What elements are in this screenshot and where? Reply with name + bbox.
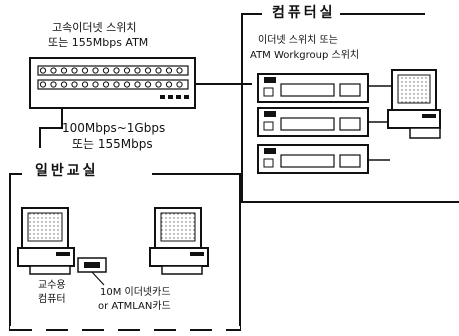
switch-port [165,67,173,74]
link-to-classroom [39,108,63,148]
lab-switch-label-line1: 이더넷 스위치 또는 [258,35,338,46]
switch-port [92,67,99,74]
link-speed-line2: 또는 155Mbps [72,137,153,151]
switch-port [123,67,131,74]
lab-switch-label-line2: ATM Workgroup 스위치 [250,50,360,61]
lab-switch-2 [257,107,369,137]
switch-port [144,81,152,88]
switch-port [102,67,110,74]
nic-label-line1: 10M 이더넷카드 [100,287,171,298]
switch-port [134,67,141,74]
switch-port [50,81,57,88]
teacher-pc-label-line1: 교수용 [38,280,66,291]
switch-port [81,67,89,74]
switch-port [165,81,173,88]
switch-port [60,81,68,88]
switch-port [155,81,162,88]
switch-port [102,81,110,88]
switch-port [113,81,120,88]
student-pc [149,207,209,275]
switch-port [176,67,183,74]
switch-port [71,81,78,88]
switch-port [123,81,131,88]
switch-port [60,67,68,74]
switch-port [134,81,141,88]
classroom-title: 일반교실 [32,163,102,180]
switch-port [176,81,183,88]
main-switch-device [29,57,196,109]
switch-port [39,67,47,74]
teacher-pc [17,207,107,275]
computer-lab-title: 컴퓨터실 [272,5,336,21]
lab-switch-3 [257,144,369,174]
switch-port [144,67,152,74]
switch-port [39,81,47,88]
switch-port [113,67,120,74]
computer-lab-frame [241,13,459,203]
switch-port [81,81,89,88]
switch-port [92,81,99,88]
lab-switch-1 [257,73,369,103]
nic-label-line2: or ATMLAN카드 [98,301,171,312]
switch-port [50,67,57,74]
main-switch-label-line1: 고속이더넷 스위치 [52,21,137,34]
switch-port [71,67,78,74]
teacher-pc-label-line2: 컴퓨터 [38,294,66,305]
link-speed-line1: 100Mbps~1Gbps [62,121,166,135]
main-switch-label-line2: 또는 155Mbps ATM [48,36,149,49]
switch-port [155,67,162,74]
lab-pc [387,69,441,139]
